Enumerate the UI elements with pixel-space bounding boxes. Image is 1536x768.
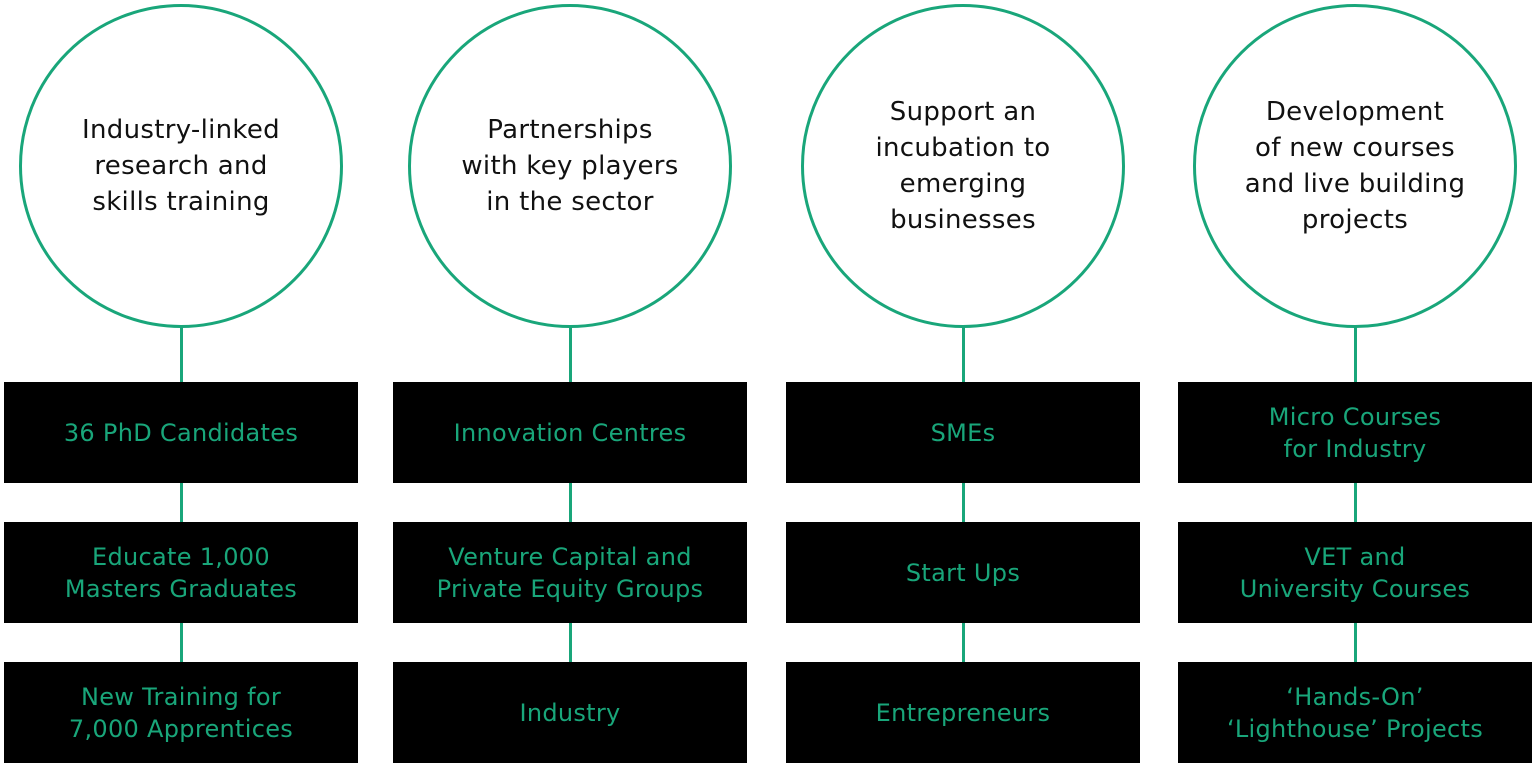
outcome-label: 36 PhD Candidates bbox=[63, 418, 299, 447]
outcome-label: Educate 1,000 Masters Graduates bbox=[64, 542, 298, 603]
column-courses: Development of new courses and live buil… bbox=[1178, 0, 1532, 768]
outcome-box: 36 PhD Candidates bbox=[4, 382, 358, 483]
circle-label: Industry-linked research and skills trai… bbox=[82, 115, 280, 217]
connector-line bbox=[180, 326, 183, 382]
circle-node: Industry-linked research and skills trai… bbox=[19, 4, 343, 328]
outcome-box: VET and University Courses bbox=[1178, 522, 1532, 623]
circle-node: Partnerships with key players in the sec… bbox=[408, 4, 732, 328]
connector-line bbox=[1354, 622, 1357, 662]
outcome-box: ‘Hands-On’ ‘Lighthouse’ Projects bbox=[1178, 662, 1532, 763]
outcome-box: Industry bbox=[393, 662, 747, 763]
circle-label: Partnerships with key players in the sec… bbox=[461, 115, 679, 217]
outcome-label: New Training for 7,000 Apprentices bbox=[68, 682, 294, 743]
connector-line bbox=[569, 622, 572, 662]
outcome-label: Venture Capital and Private Equity Group… bbox=[436, 542, 704, 603]
outcome-label: SMEs bbox=[930, 418, 996, 447]
outcome-label: Innovation Centres bbox=[453, 418, 687, 447]
outcome-box: Venture Capital and Private Equity Group… bbox=[393, 522, 747, 623]
circle-label: Support an incubation to emerging busine… bbox=[875, 97, 1051, 235]
outcome-box: SMEs bbox=[786, 382, 1140, 483]
column-partnerships: Partnerships with key players in the sec… bbox=[393, 0, 747, 768]
connector-line bbox=[180, 482, 183, 522]
circle-label: Development of new courses and live buil… bbox=[1244, 97, 1466, 235]
outcome-label: Industry bbox=[519, 698, 621, 727]
connector-line bbox=[1354, 482, 1357, 522]
connector-line bbox=[569, 482, 572, 522]
outcome-label: Entrepreneurs bbox=[875, 698, 1051, 727]
outcome-box: Start Ups bbox=[786, 522, 1140, 623]
circle-node: Development of new courses and live buil… bbox=[1193, 4, 1517, 328]
connector-line bbox=[180, 622, 183, 662]
outcome-label: VET and University Courses bbox=[1239, 542, 1471, 603]
outcome-box: Educate 1,000 Masters Graduates bbox=[4, 522, 358, 623]
connector-line bbox=[962, 622, 965, 662]
connector-line bbox=[962, 326, 965, 382]
connector-line bbox=[1354, 326, 1357, 382]
outcome-box: Entrepreneurs bbox=[786, 662, 1140, 763]
outcome-box: Innovation Centres bbox=[393, 382, 747, 483]
connector-line bbox=[569, 326, 572, 382]
column-research: Industry-linked research and skills trai… bbox=[4, 0, 358, 768]
outcome-box: New Training for 7,000 Apprentices bbox=[4, 662, 358, 763]
outcome-label: ‘Hands-On’ ‘Lighthouse’ Projects bbox=[1226, 682, 1484, 743]
outcome-box: Micro Courses for Industry bbox=[1178, 382, 1532, 483]
column-incubation: Support an incubation to emerging busine… bbox=[786, 0, 1140, 768]
outcome-label: Start Ups bbox=[905, 558, 1021, 587]
connector-line bbox=[962, 482, 965, 522]
circle-node: Support an incubation to emerging busine… bbox=[801, 4, 1125, 328]
outcome-label: Micro Courses for Industry bbox=[1268, 402, 1442, 463]
